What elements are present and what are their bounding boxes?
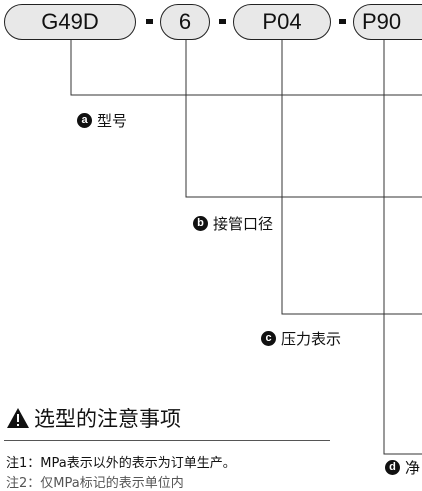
caution-divider — [4, 440, 330, 441]
segment-port-size-text: 6 — [178, 9, 192, 34]
callout-model-text: 型号 — [97, 112, 128, 130]
connector-b — [185, 40, 422, 198]
caution-title: 选型的注意事项 — [34, 407, 181, 431]
badge-a-icon: a — [77, 113, 92, 128]
connector-c — [281, 40, 422, 315]
badge-b-icon: b — [193, 216, 208, 231]
warning-triangle-icon — [7, 408, 29, 428]
badge-d-icon: d — [385, 460, 400, 475]
segment-port-size: 6 — [160, 4, 210, 40]
segment-option: P90 — [353, 4, 422, 40]
separator-dash — [219, 19, 226, 24]
separator-dash — [146, 19, 153, 24]
callout-option-text: 净 — [405, 459, 421, 477]
connector-d — [383, 40, 422, 455]
connector-a — [70, 40, 422, 96]
segment-model-text: G49D — [41, 9, 99, 34]
caution-note-2: 注2：仅MPa标记的表示单位内 — [6, 476, 184, 491]
caution-note-1: 注1：MPa表示以外的表示为订单生产。 — [6, 456, 236, 471]
segment-model: G49D — [4, 4, 136, 40]
callout-model: a 型号 — [77, 110, 127, 131]
callout-port-size: b 接管口径 — [193, 213, 273, 234]
callout-option: d 净 — [385, 457, 420, 478]
segment-option-text: P90 — [362, 9, 402, 34]
segment-pressure: P04 — [233, 4, 331, 40]
callout-pressure: c 压力表示 — [261, 328, 341, 349]
caution-heading: 选型的注意事项 — [6, 403, 330, 433]
callout-port-size-text: 接管口径 — [213, 215, 274, 233]
connector-lines — [70, 40, 422, 455]
segment-pressure-text: P04 — [262, 9, 302, 34]
badge-c-icon: c — [261, 331, 276, 346]
callout-pressure-text: 压力表示 — [281, 330, 342, 348]
separator-dash — [339, 19, 346, 24]
